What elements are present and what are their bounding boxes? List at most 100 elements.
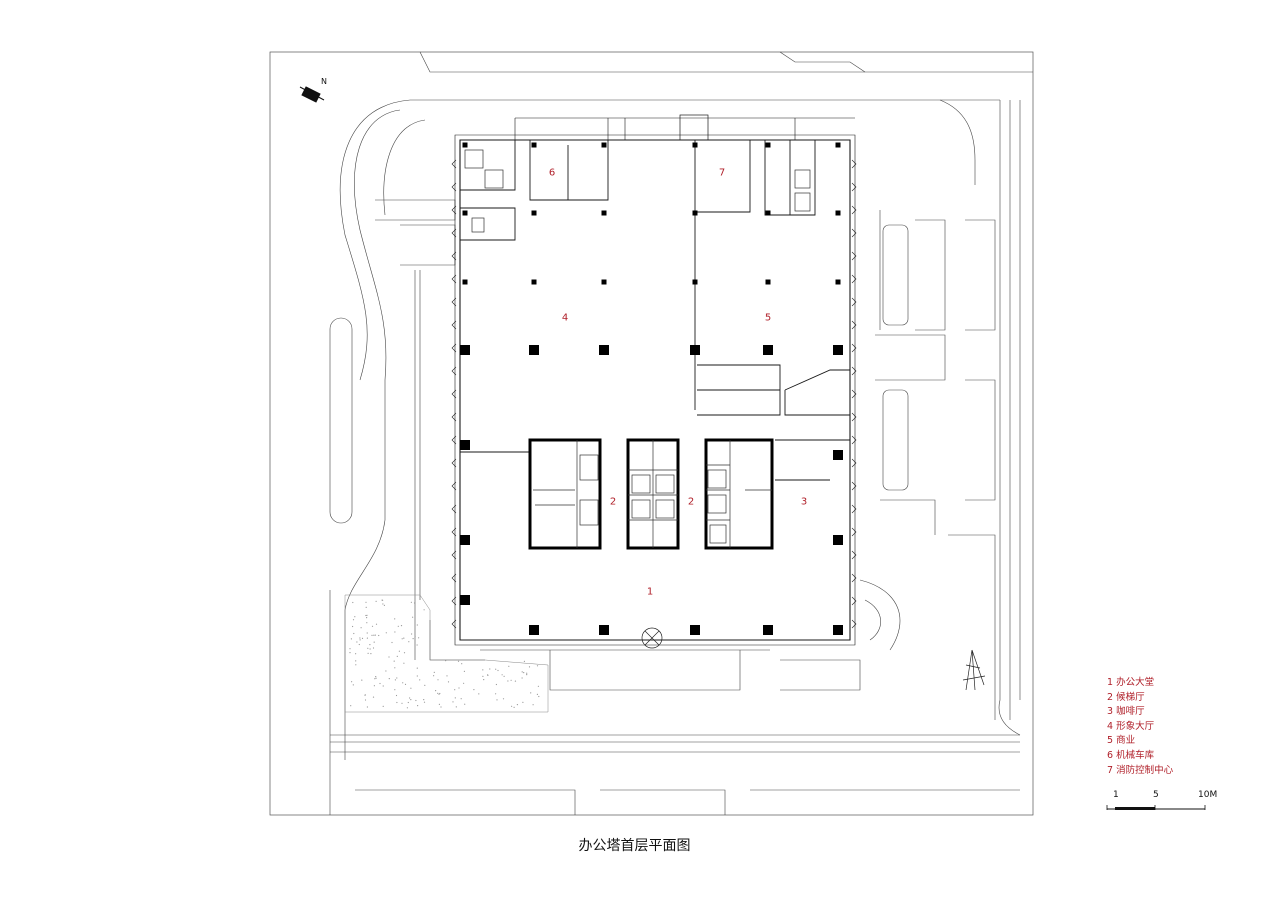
mullion-marker bbox=[451, 619, 457, 629]
planting-dot bbox=[354, 616, 356, 618]
planting-dot bbox=[454, 697, 456, 699]
planting-dot bbox=[364, 694, 366, 696]
planting-dot bbox=[495, 693, 497, 695]
planting-dot bbox=[412, 638, 414, 640]
planting-dot bbox=[373, 641, 375, 643]
planting-dot bbox=[447, 681, 450, 683]
column bbox=[601, 279, 607, 285]
column bbox=[835, 210, 841, 216]
column bbox=[529, 625, 539, 635]
structural-columns bbox=[460, 142, 843, 635]
scale-label-1: 1 bbox=[1113, 790, 1119, 800]
mullion-marker bbox=[851, 573, 857, 583]
planting-dot bbox=[385, 632, 387, 634]
planting-dot bbox=[349, 648, 351, 650]
planting-dot bbox=[411, 633, 413, 635]
planting-dot bbox=[398, 650, 400, 652]
planting-dot bbox=[413, 602, 416, 604]
planting-dot bbox=[403, 662, 405, 664]
planting-dot bbox=[464, 703, 466, 705]
mullion-marker bbox=[451, 297, 457, 307]
column bbox=[692, 142, 698, 148]
planting-dot bbox=[437, 679, 439, 681]
planting-dot bbox=[536, 693, 539, 696]
scale-bar-graphic bbox=[1106, 805, 1206, 810]
legend-item: 4 形象大厅 bbox=[1107, 720, 1155, 732]
planting-dot bbox=[457, 660, 460, 662]
room-label-5: 5 bbox=[764, 312, 772, 324]
planting-dot bbox=[416, 667, 418, 669]
mullion-marker bbox=[851, 550, 857, 560]
planting-dot bbox=[487, 674, 489, 676]
planting-dot bbox=[513, 706, 515, 709]
planting-dot bbox=[537, 685, 540, 687]
planting-dot bbox=[397, 625, 399, 627]
legend-item: 2 候梯厅 bbox=[1107, 691, 1145, 703]
planting-dot bbox=[400, 625, 403, 627]
room-label-7: 7 bbox=[718, 167, 726, 179]
mullion-marker bbox=[451, 596, 457, 606]
room-label-1: 1 bbox=[646, 586, 654, 598]
mullion-marker bbox=[451, 527, 457, 537]
planting-dot bbox=[406, 707, 408, 709]
planting-dot bbox=[463, 670, 465, 673]
planting-dot bbox=[416, 675, 418, 677]
planting-dot bbox=[458, 687, 460, 689]
mullion-marker bbox=[451, 182, 457, 192]
planting-dot bbox=[514, 680, 517, 682]
column bbox=[833, 450, 843, 460]
column bbox=[763, 625, 773, 635]
mullion-marker bbox=[851, 596, 857, 606]
planting-dot bbox=[371, 634, 373, 637]
scale-bar: 1 5 10M bbox=[1105, 790, 1217, 812]
planting-dot bbox=[365, 601, 367, 603]
planting-dot bbox=[358, 643, 360, 646]
column bbox=[599, 625, 609, 635]
planting-dot bbox=[374, 634, 376, 636]
planting-dot bbox=[414, 635, 416, 637]
column bbox=[692, 210, 698, 216]
legend-item: 7 消防控制中心 bbox=[1107, 764, 1174, 776]
mullion-marker bbox=[451, 205, 457, 215]
planting-dot bbox=[366, 637, 368, 639]
planting-dot bbox=[461, 663, 463, 665]
planting-dot bbox=[439, 692, 441, 695]
planting-dot bbox=[478, 693, 480, 695]
planting-dot bbox=[523, 672, 525, 674]
planting-dot bbox=[415, 699, 417, 702]
planting-dot bbox=[489, 668, 491, 670]
planting-dot bbox=[455, 706, 457, 708]
planting-dot bbox=[366, 614, 368, 616]
planting-dot bbox=[375, 677, 377, 679]
room-legend: 1 办公大堂 2 候梯厅 3 咖啡厅 4 形象大厅 5 商业 6 机械车库 7 … bbox=[1107, 676, 1257, 778]
mullion-marker bbox=[451, 481, 457, 491]
planting-dot bbox=[375, 676, 377, 678]
planting-dot bbox=[394, 618, 396, 620]
planting-dot bbox=[460, 698, 462, 700]
planting-dot bbox=[526, 674, 528, 676]
planting-dot bbox=[452, 701, 454, 703]
column bbox=[765, 210, 771, 216]
column bbox=[531, 210, 537, 216]
mullion-marker bbox=[851, 159, 857, 169]
mullion-marker bbox=[451, 274, 457, 284]
planting-dot bbox=[366, 706, 368, 708]
planting-dot bbox=[350, 705, 352, 707]
drawing-frame bbox=[269, 51, 1034, 816]
planting-dot bbox=[473, 689, 475, 691]
planting-dot bbox=[388, 656, 390, 658]
planting-dot bbox=[360, 627, 362, 629]
planting-dot bbox=[396, 655, 398, 658]
planting-dot bbox=[372, 647, 375, 649]
planting-dot bbox=[419, 679, 421, 681]
planting-dot bbox=[401, 702, 403, 704]
column bbox=[531, 279, 537, 285]
planting-dot bbox=[454, 689, 456, 691]
core-walls bbox=[528, 438, 774, 550]
planting-dot bbox=[526, 672, 528, 674]
column bbox=[833, 535, 843, 545]
column bbox=[765, 142, 771, 148]
planting-dot bbox=[497, 669, 499, 672]
legend-item: 5 商业 bbox=[1107, 735, 1136, 747]
planting-dot bbox=[528, 666, 531, 668]
